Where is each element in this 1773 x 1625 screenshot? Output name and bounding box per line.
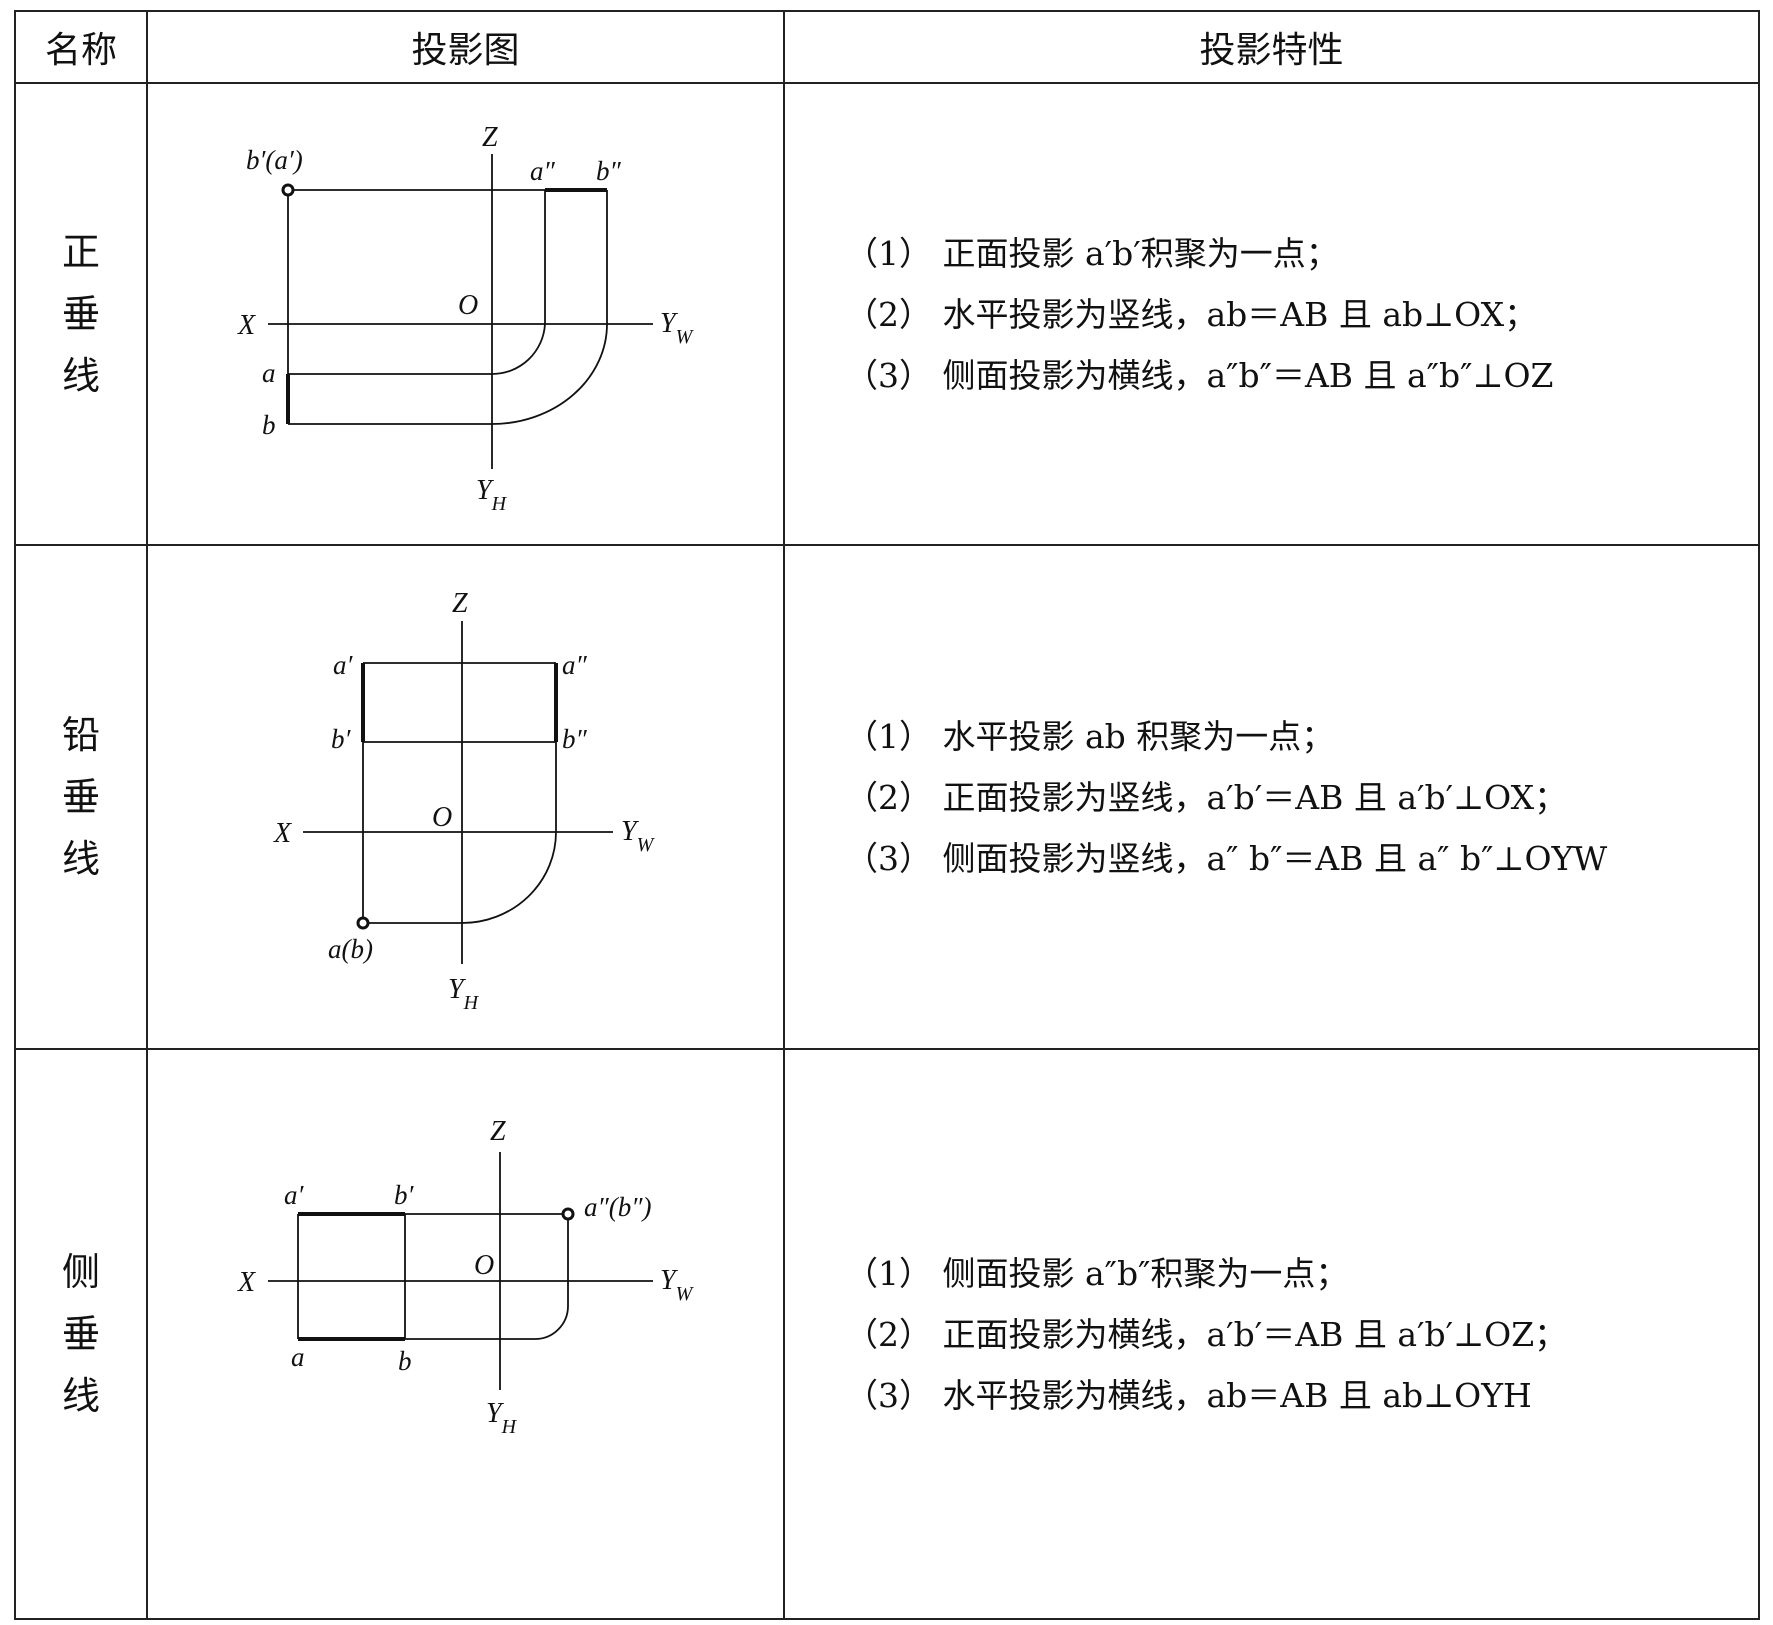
row-horizontal-perpendicular: 铅 垂 线 Z X O YW YH a′ [14, 544, 1760, 1050]
header-row: 名称 投影图 投影特性 [14, 10, 1760, 84]
label-yh: YH [448, 974, 480, 1014]
projection-table: 名称 投影图 投影特性 正 垂 线 [14, 10, 1760, 1620]
row-name: 正 垂 线 [14, 82, 148, 546]
label-point: b [262, 410, 276, 440]
label-yw: YW [621, 816, 656, 856]
label-x: X [237, 310, 256, 341]
name-char: 垂 [61, 292, 100, 336]
projection-properties: （1） 水平投影 ab 积聚为一点； （2） 正面投影为竖线，a′b′＝AB 且… [783, 544, 1760, 1050]
property-item: （3） 侧面投影为横线，a″b″＝AB 且 a″b″⊥OZ [845, 355, 1554, 395]
label-point: b′ [394, 1180, 415, 1210]
label-z: Z [452, 588, 468, 619]
name-char: 铅 [61, 713, 100, 757]
projection-figure: Z X O YW YH b′(a′) a″ b″ a b [146, 82, 785, 546]
name-char: 垂 [61, 775, 100, 819]
name-char: 线 [61, 837, 100, 881]
projection-properties: （1） 正面投影 a′b′积聚为一点； （2） 水平投影为竖线，ab＝AB 且 … [783, 82, 1760, 546]
property-item: （1） 正面投影 a′b′积聚为一点； [845, 233, 1339, 273]
row-frontal-perpendicular: 正 垂 线 Z X O YW [14, 82, 1760, 546]
projection-figure: Z X O YW YH a′ b′ a″(b″) a b [146, 1048, 785, 1620]
label-z: Z [490, 1116, 506, 1147]
label-point: a″ [530, 156, 556, 186]
label-yh: YH [476, 475, 508, 515]
projection-properties: （1） 侧面投影 a″b″积聚为一点； （2） 正面投影为横线，a′b′＝AB … [783, 1048, 1760, 1620]
row-name: 侧 垂 线 [14, 1048, 148, 1620]
label-point: a(b) [328, 934, 373, 964]
projection-diagram: Z X O YW YH a′ a″ b′ b″ a(b) [273, 588, 656, 1014]
projection-diagram: Z X O YW YH a′ b′ a″(b″) a b [237, 1116, 695, 1438]
property-item: （3） 侧面投影为竖线，a″ b″＝AB 且 a″ b″⊥OYW [845, 838, 1608, 878]
transfer-arc [461, 831, 557, 924]
property-item: （1） 侧面投影 a″b″积聚为一点； [845, 1253, 1349, 1293]
property-item: （2） 正面投影为横线，a′b′＝AB 且 a′b′⊥OZ； [845, 1314, 1568, 1354]
label-point: a″ [562, 650, 588, 680]
header-figure: 投影图 [146, 10, 785, 84]
label-point: b′(a′) [246, 145, 303, 175]
transfer-arc [500, 1281, 569, 1340]
label-o: O [432, 802, 452, 833]
name-char: 侧 [61, 1250, 100, 1294]
label-point: a″(b″) [584, 1192, 651, 1222]
row-profile-perpendicular: 侧 垂 线 Z X O YW YH a′ [14, 1048, 1760, 1620]
label-z: Z [482, 122, 498, 153]
property-item: （3） 水平投影为横线，ab＝AB 且 ab⊥OYH [845, 1375, 1532, 1415]
label-point: a [262, 358, 276, 388]
projection-diagram: Z X O YW YH b′(a′) a″ b″ a b [237, 122, 695, 515]
property-item: （2） 水平投影为竖线，ab＝AB 且 ab⊥OX； [845, 294, 1538, 334]
point-marker [281, 183, 295, 197]
label-x: X [237, 1267, 256, 1298]
label-point: b′ [331, 724, 352, 754]
label-point: b″ [562, 724, 588, 754]
property-item: （2） 正面投影为竖线，a′b′＝AB 且 a′b′⊥OX； [845, 777, 1568, 817]
label-point: b″ [596, 156, 622, 186]
projection-figure: Z X O YW YH a′ a″ b′ b″ a(b) [146, 544, 785, 1050]
label-x: X [273, 818, 292, 849]
label-o: O [474, 1250, 494, 1281]
name-char: 垂 [61, 1312, 100, 1356]
label-yw: YW [660, 308, 695, 348]
label-point: a′ [333, 650, 354, 680]
property-item: （1） 水平投影 ab 积聚为一点； [845, 716, 1335, 756]
label-o: O [458, 290, 478, 321]
label-point: a′ [284, 1180, 305, 1210]
label-point: b [398, 1346, 412, 1376]
row-name: 铅 垂 线 [14, 544, 148, 1050]
header-props: 投影特性 [783, 10, 1760, 84]
name-char: 线 [61, 354, 100, 398]
name-char: 线 [61, 1374, 100, 1418]
name-char: 正 [61, 230, 100, 274]
label-yw: YW [660, 1265, 695, 1305]
transfer-arc [491, 323, 546, 375]
point-marker [356, 916, 370, 930]
header-name: 名称 [14, 10, 148, 84]
transfer-arc [491, 323, 608, 425]
label-yh: YH [486, 1398, 518, 1438]
point-marker [561, 1207, 575, 1221]
label-point: a [291, 1342, 305, 1372]
